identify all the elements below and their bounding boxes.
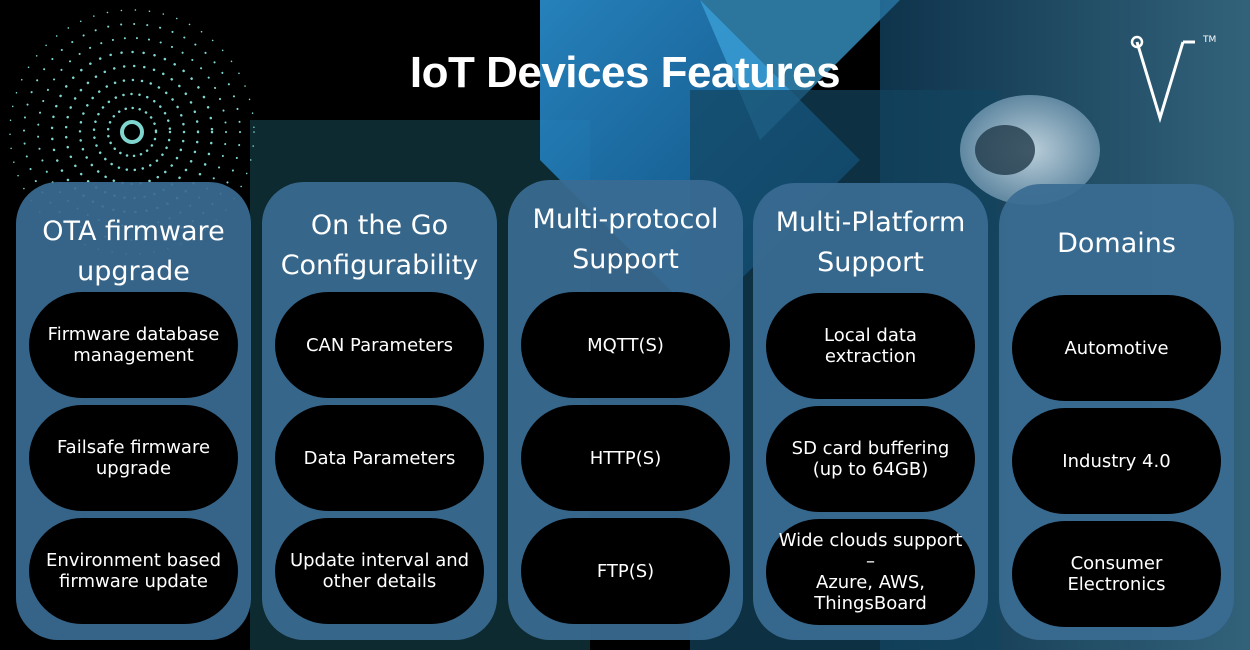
column-title: Domains	[1057, 228, 1176, 259]
feature-item: CAN Parameters	[275, 292, 484, 398]
v-logo-icon: TM	[1130, 35, 1216, 124]
feature-item: Data Parameters	[275, 405, 484, 511]
feature-item: Industry 4.0	[1012, 408, 1221, 514]
feature-item: MQTT(S)	[521, 292, 730, 398]
feature-item: Failsafe firmware upgrade	[29, 405, 238, 511]
trademark-label: TM	[1202, 35, 1216, 45]
feature-item: Wide clouds support – Azure, AWS, Things…	[766, 519, 975, 625]
column-title: Multi-protocol Support	[532, 204, 719, 275]
feature-item: Firmware database management	[29, 292, 238, 398]
column-title: On the Go Configurability	[280, 210, 479, 281]
feature-item: Update interval and other details	[275, 518, 484, 624]
column-multi-protocol: Multi-protocol Support MQTT(S) HTTP(S) F…	[508, 180, 743, 640]
column-domains: Domains Automotive Industry 4.0 Consumer…	[999, 184, 1234, 640]
feature-item: HTTP(S)	[521, 405, 730, 511]
column-title: OTA firmware upgrade	[42, 216, 225, 287]
feature-item: Automotive	[1012, 295, 1221, 401]
column-multi-platform: Multi-Platform Support Local data extrac…	[753, 183, 988, 640]
feature-item: SD card buffering (up to 64GB)	[766, 406, 975, 512]
feature-item: Local data extraction	[766, 293, 975, 399]
column-ota-firmware: OTA firmware upgrade Firmware database m…	[16, 182, 251, 640]
column-configurability: On the Go Configurability CAN Parameters…	[262, 182, 497, 640]
feature-item: Environment based firmware update	[29, 518, 238, 624]
column-title: Multi-Platform Support	[775, 207, 966, 278]
feature-item: FTP(S)	[521, 518, 730, 624]
page-title: IoT Devices Features	[409, 48, 841, 97]
feature-item: Consumer Electronics	[1012, 521, 1221, 627]
